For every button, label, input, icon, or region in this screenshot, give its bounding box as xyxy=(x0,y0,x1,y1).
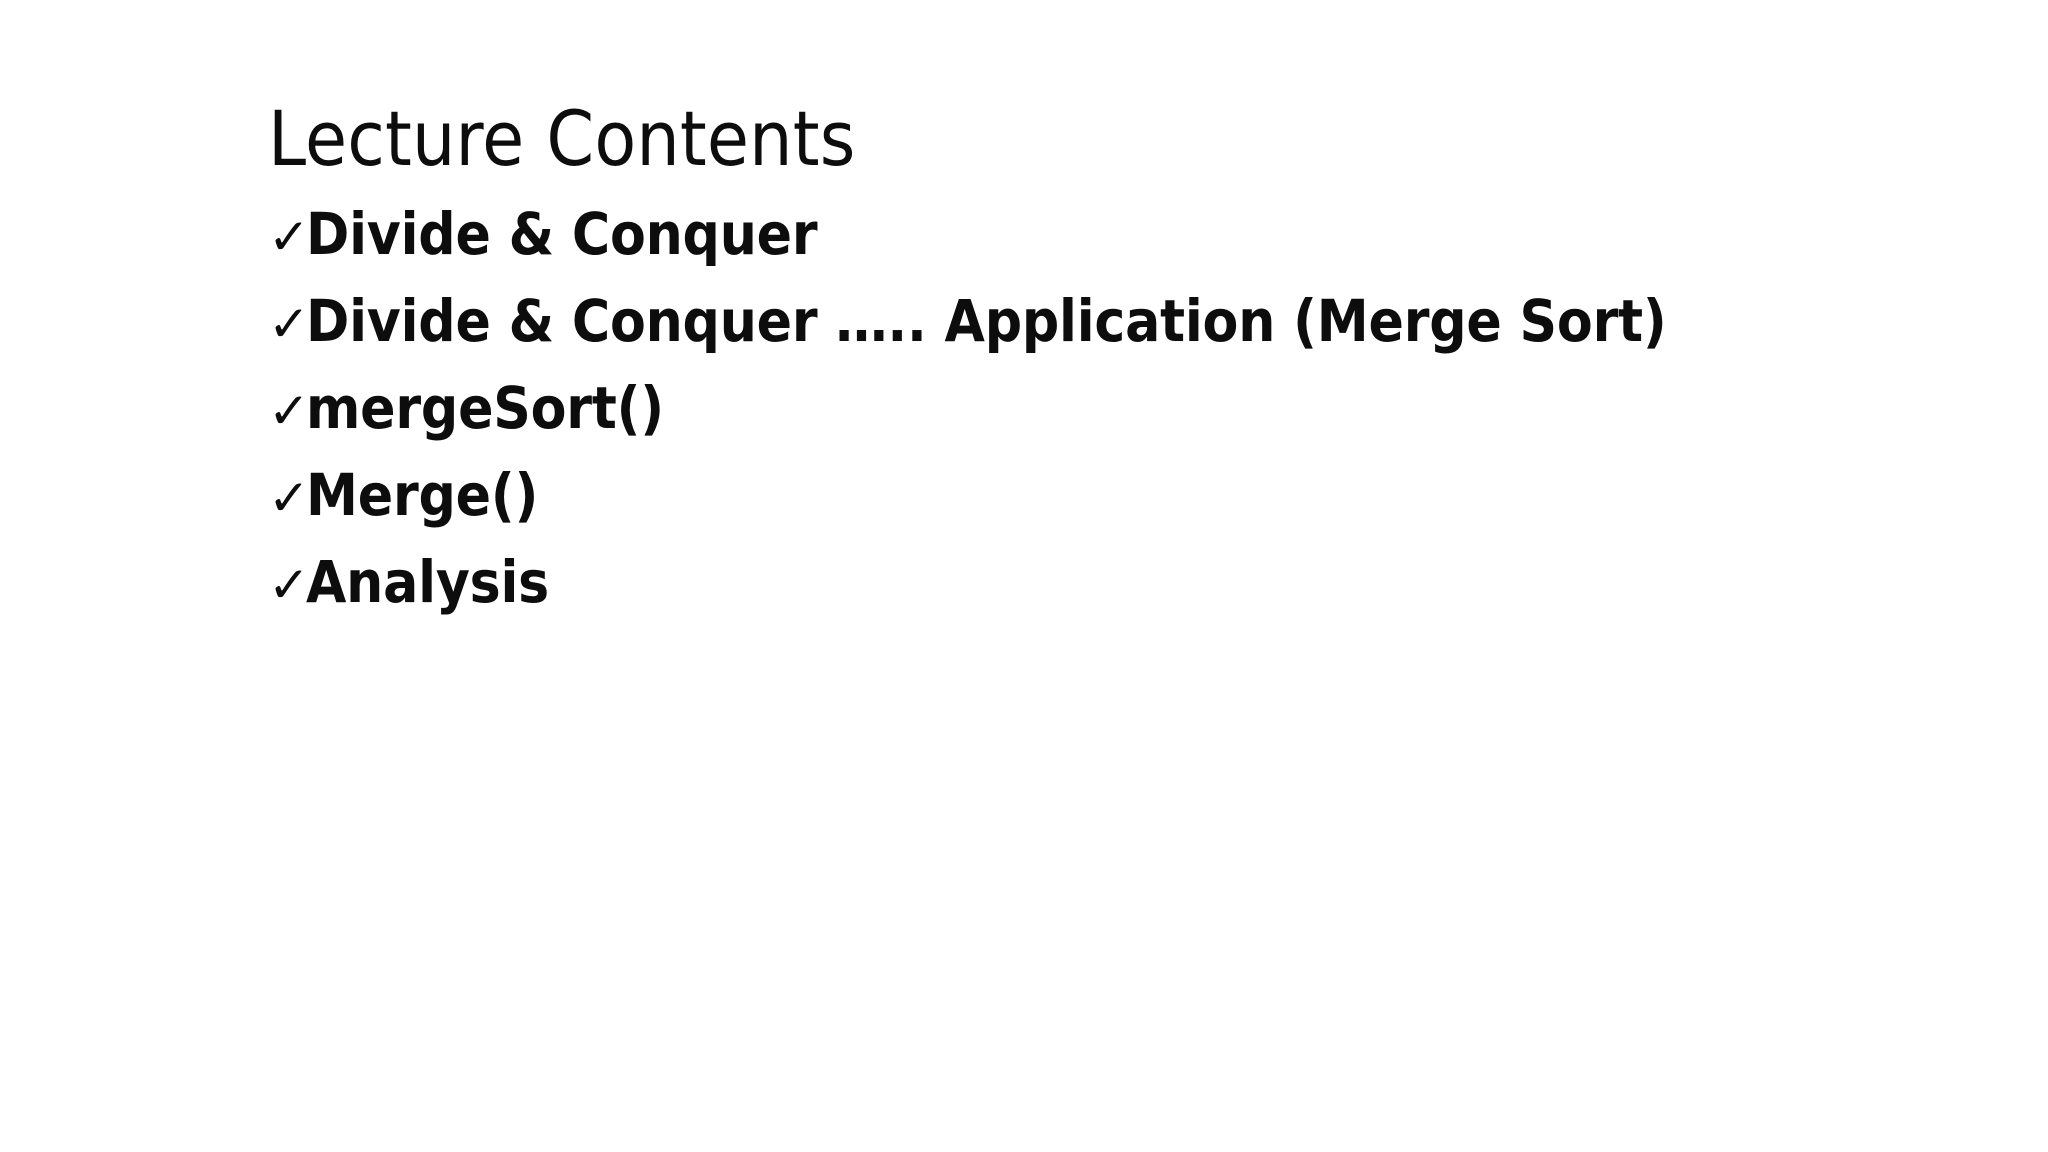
list-item[interactable]: ✓ Merge() xyxy=(268,466,1968,553)
check-icon: ✓ xyxy=(268,295,310,353)
list-item[interactable]: ✓ mergeSort() xyxy=(268,379,1968,466)
list-item-label: Analysis xyxy=(306,548,550,616)
list-item[interactable]: ✓ Analysis xyxy=(268,553,1968,640)
check-icon: ✓ xyxy=(268,556,310,614)
check-icon: ✓ xyxy=(268,382,310,440)
page-title: Lecture Contents xyxy=(268,93,856,183)
list-item[interactable]: ✓ Divide & Conquer ….. Application (Merg… xyxy=(268,292,1968,379)
list-item-label: Divide & Conquer ….. Application (Merge … xyxy=(306,287,1667,355)
list-item-label: Merge() xyxy=(306,461,539,529)
check-icon: ✓ xyxy=(268,469,310,527)
list-item-label: mergeSort() xyxy=(306,374,664,442)
check-icon: ✓ xyxy=(268,208,310,266)
list-item-label: Divide & Conquer xyxy=(306,200,818,268)
list-item[interactable]: ✓ Divide & Conquer xyxy=(268,205,1968,292)
lecture-contents-list: ✓ Divide & Conquer ✓ Divide & Conquer ….… xyxy=(268,205,1968,640)
